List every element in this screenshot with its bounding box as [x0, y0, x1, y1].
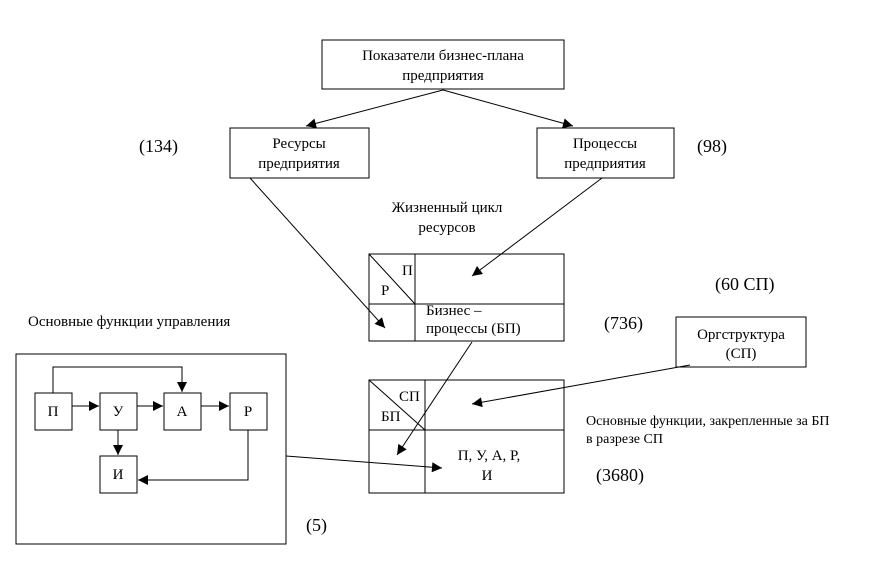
resources-label-2: предприятия	[258, 156, 340, 172]
matrix2-cell-label: П, У, А, Р,	[458, 448, 521, 464]
orgstructure-count: (60 СП)	[715, 274, 775, 295]
business-plan-indicators-box	[321, 39, 565, 90]
processes-label-2: предприятия	[564, 156, 646, 172]
arrow-matrix1-to-matrix2	[396, 341, 473, 456]
function-box-p-label: П	[48, 404, 59, 420]
resources-label: Ресурсы	[272, 136, 325, 152]
lifecycle-title: Жизненный цикл	[392, 200, 503, 216]
arrow-top-to-processes	[442, 89, 574, 129]
resources-box	[229, 127, 370, 179]
matrix1-corner-bottom: Р	[381, 283, 389, 299]
functions-matrix-count: (3680)	[596, 465, 644, 486]
management-functions-frame	[15, 353, 287, 545]
orgstructure-label: Оргструктура	[697, 327, 785, 343]
matrix2-corner-top: СП	[399, 389, 420, 405]
management-functions-title: Основные функции управления	[28, 314, 230, 330]
business-plan-indicators-label-2: предприятия	[402, 68, 484, 84]
processes-box	[536, 127, 675, 179]
business-processes-count: (736)	[604, 313, 643, 334]
matrix1-cell-label-2: процессы (БП)	[426, 321, 521, 337]
arrow-r-to-i	[138, 430, 249, 485]
arrow-processes-to-matrix	[471, 177, 603, 277]
lifecycle-matrix	[368, 253, 565, 342]
arrow-p-to-a	[52, 366, 187, 393]
processes-label: Процессы	[573, 136, 637, 152]
function-box-u-label: У	[113, 404, 124, 420]
orgstructure-box	[675, 316, 807, 368]
note-label-2: в разрезе СП	[586, 432, 663, 447]
arrow-orgstructure-to-matrix2	[471, 364, 691, 408]
function-box-a-label: А	[177, 404, 188, 420]
orgstructure-label-2: (СП)	[726, 346, 757, 362]
function-box-a	[163, 392, 202, 431]
function-box-i	[99, 455, 138, 494]
management-functions-count: (5)	[306, 515, 327, 536]
functions-matrix	[368, 379, 565, 494]
matrix2-cell-label-2: И	[482, 468, 493, 484]
matrix1-corner-top: П	[402, 263, 413, 279]
arrow-functions-to-matrix2	[285, 455, 443, 473]
matrix2-corner-bottom: БП	[381, 409, 401, 425]
arrow-resources-to-matrix	[249, 177, 386, 329]
function-box-r	[229, 392, 268, 431]
matrix1-cell-label: Бизнес –	[426, 303, 482, 319]
function-box-p	[34, 392, 73, 431]
arrow-top-to-resources	[305, 89, 444, 129]
resources-count: (134)	[139, 136, 178, 157]
note-label: Основные функции, закрепленные за БП	[586, 414, 829, 429]
business-plan-indicators-label: Показатели бизнес-плана	[362, 48, 524, 64]
lifecycle-title-2: ресурсов	[418, 220, 475, 236]
function-box-i-label: И	[113, 467, 124, 483]
function-box-r-label: Р	[244, 404, 252, 420]
processes-count: (98)	[697, 136, 727, 157]
